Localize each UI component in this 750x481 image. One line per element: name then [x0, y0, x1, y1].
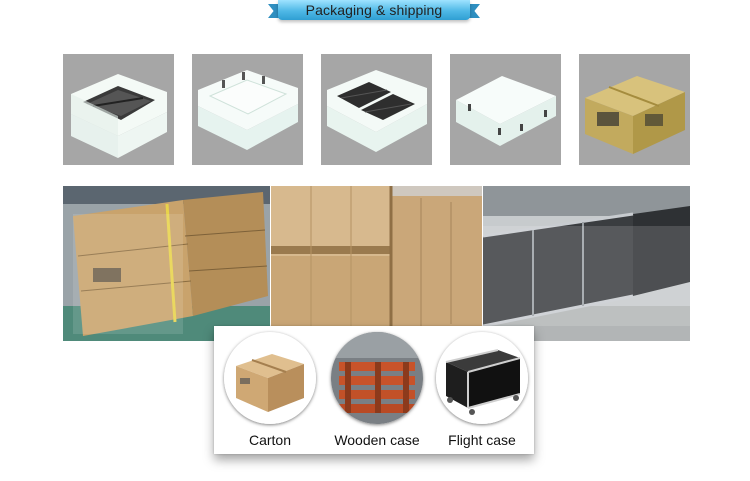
warehouse-photo-flight-cases [483, 186, 690, 341]
flight-case-icon [436, 332, 528, 424]
wooden-case-label: Wooden case [334, 432, 420, 448]
carton-label: Carton [248, 432, 292, 448]
packaging-step-2 [192, 54, 303, 165]
packaging-step-1 [63, 54, 174, 165]
flight-case-image [436, 332, 528, 424]
wooden-case-image [331, 332, 423, 424]
flight-cases-photo-icon [483, 186, 690, 341]
stacked-cartons-photo-icon [63, 186, 270, 341]
foam-box-open-white-icon [198, 70, 298, 150]
page-title: Packaging & shipping [278, 0, 470, 20]
flight-case-label: Flight case [448, 432, 516, 448]
warehouse-photo-cartons [63, 186, 270, 341]
packaging-step-5 [579, 54, 690, 165]
foam-box-with-panels-icon [327, 70, 427, 152]
foam-box-open-empty-icon [71, 74, 167, 158]
carton-icon [224, 332, 316, 424]
section-header: Packaging & shipping [268, 0, 480, 26]
foam-box-closed-icon [456, 76, 556, 146]
packaging-step-3 [321, 54, 432, 165]
carton-box-closed-icon [585, 76, 685, 154]
wooden-crates-photo-icon [271, 186, 482, 341]
packaging-step-4 [450, 54, 561, 165]
package-types-card: Carton Wooden case Flight case [214, 326, 534, 454]
wooden-pallet-icon [331, 332, 423, 424]
warehouse-photo-wooden-crates [271, 186, 482, 341]
carton-image [224, 332, 316, 424]
